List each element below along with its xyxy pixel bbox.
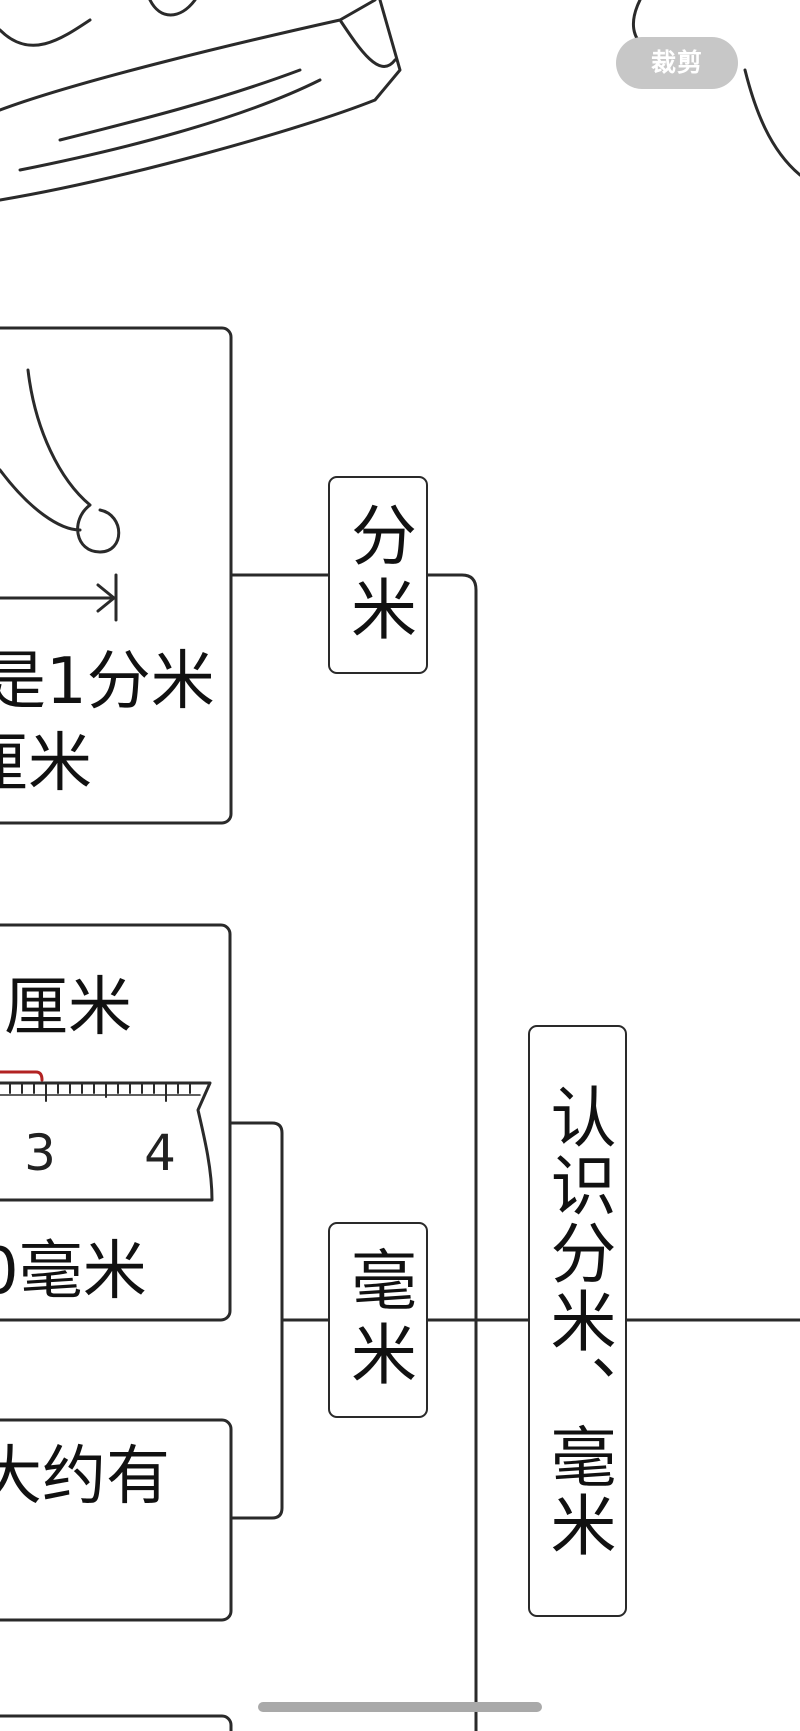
branch-node-decimeter[interactable]: 分米 bbox=[328, 476, 428, 674]
branch-node-millimeter[interactable]: 毫米 bbox=[328, 1222, 428, 1418]
root-node-label: 认识分米、毫米 bbox=[539, 1083, 617, 1559]
card-millimeter-bottom-text: 毫米 bbox=[18, 1235, 147, 1309]
ruler bbox=[0, 1081, 214, 1202]
measure-arrow bbox=[0, 573, 118, 622]
home-indicator[interactable] bbox=[258, 1702, 542, 1712]
ruler-number-3: 3 bbox=[24, 1124, 56, 1182]
branch-node-decimeter-label: 分米 bbox=[340, 501, 417, 649]
card-third-text: 大约有 bbox=[0, 1440, 170, 1514]
crop-button[interactable]: 裁剪 bbox=[616, 37, 738, 89]
card-decimeter-line2: 厘米 bbox=[0, 727, 92, 801]
branch-node-millimeter-label: 毫米 bbox=[340, 1246, 417, 1394]
root-node[interactable]: 认识分米、毫米 bbox=[528, 1025, 627, 1617]
hat-illustration bbox=[0, 0, 402, 202]
card-millimeter-bottom-prefix: 0 bbox=[0, 1235, 19, 1309]
finger-illustration bbox=[0, 368, 121, 554]
card-millimeter-top: 厘米 bbox=[4, 971, 132, 1045]
ruler-number-4: 4 bbox=[144, 1124, 176, 1182]
card-millimeter-bottom: 0毫米 bbox=[0, 1240, 147, 1304]
card-decimeter-line1: 是1分米 bbox=[0, 645, 215, 719]
ruler-bracket bbox=[0, 1070, 44, 1082]
